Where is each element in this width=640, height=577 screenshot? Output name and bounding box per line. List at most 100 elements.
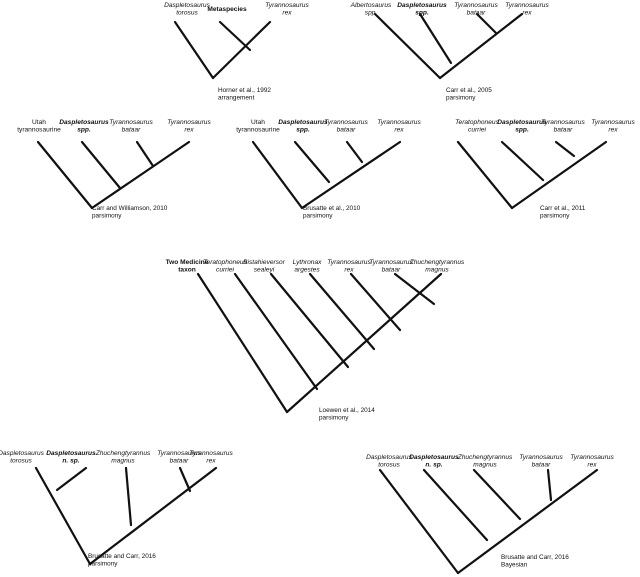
taxon-label-line: Tyrannosaurus (454, 2, 498, 9)
taxon-label-line: spp. (515, 127, 529, 134)
taxon-label-line: Zhuchengtyrannus (409, 259, 465, 266)
taxon-label-line: bataar (554, 127, 574, 134)
citation-caption-line: parsimony (540, 213, 570, 220)
taxon-label-line: Tyrannosaurus (189, 450, 233, 457)
taxon-label-line: rex (206, 458, 216, 465)
taxon-label-line: magnus (473, 462, 497, 469)
branch (349, 272, 402, 332)
citation-caption-line: Brusatte et al., 2010 (303, 205, 361, 212)
citation-caption-line: Carr et al., 2005 (446, 87, 492, 94)
citation-caption-line: Horner et al., 1992 (218, 87, 271, 94)
taxon-label-line: Teratophoneus (203, 259, 247, 266)
branch-stem (438, 12, 524, 80)
taxon-label-line: Daspletosaurus (164, 2, 211, 9)
taxon-label-line: Tyrannosaurus (369, 259, 413, 266)
taxon-label-line: tyrannosaurine (236, 127, 280, 134)
taxon-label-line: Daspletosaurus (0, 450, 45, 457)
taxon-label-line: Tyrannosaurus (324, 119, 368, 126)
citation-caption-line: parsimony (303, 213, 333, 220)
branch (546, 468, 553, 502)
branch (80, 140, 122, 190)
branch (124, 466, 133, 527)
citation-caption-line: Bayesian (501, 562, 528, 569)
branch (233, 272, 319, 391)
branch (345, 140, 364, 164)
taxon-label-line: Tyrannosaurus (541, 119, 585, 126)
taxon-label-line: bataar (122, 127, 142, 134)
citation-caption-line: parsimony (446, 95, 476, 102)
branch (475, 12, 498, 35)
taxon-label-line: rex (608, 127, 618, 134)
citation-caption-line: Brusatte and Carr, 2016 (88, 553, 156, 560)
taxon-label-line: rex (394, 127, 404, 134)
branch (472, 468, 522, 521)
branch (34, 466, 92, 566)
taxon-label-line: torosus (378, 462, 400, 469)
taxon-label-line: magnus (425, 267, 449, 274)
taxon-label-line: Tyrannosaurus (327, 259, 371, 266)
taxon-label-line: taxon (178, 267, 196, 274)
branch (135, 140, 155, 168)
taxon-label-line: n. sp. (425, 462, 442, 469)
taxon-label-line: spp. (415, 10, 429, 17)
citation-caption-line: Carr et al., 2011 (540, 205, 586, 212)
citation-caption-line: arrangement (218, 95, 254, 102)
taxon-label-line: rex (344, 267, 354, 274)
taxon-label-line: Teratophoneus (455, 119, 499, 126)
taxon-label-line: Daspletosaurus (278, 119, 328, 126)
taxon-label-line: bataar (382, 267, 402, 274)
branch (422, 468, 489, 542)
branch (293, 140, 331, 184)
taxon-label: Metaspecies (207, 6, 247, 13)
taxon-label-line: rex (522, 10, 532, 17)
taxon-label-line: Tyrannosaurus (377, 119, 421, 126)
taxon-label-line: rex (587, 462, 597, 469)
taxon-label-line: spp. (296, 127, 310, 134)
branch (36, 140, 94, 210)
branch (378, 468, 460, 575)
taxon-label-line: Zhuchengtyrannus (95, 450, 151, 457)
branch (173, 20, 215, 80)
citation-caption-line: parsimony (88, 561, 118, 568)
branch-stem (285, 272, 443, 414)
branch-stem (456, 468, 599, 575)
taxon-label-line: Tyrannosaurus (519, 454, 563, 461)
branch (554, 140, 576, 158)
taxon-label-line: Utah (251, 119, 265, 126)
taxon-label-line: Daspletosaurus (497, 119, 547, 126)
taxon-label-line: rex (282, 10, 292, 17)
taxon-label-line: Metaspecies (207, 6, 247, 13)
taxon-label-line: argestes (294, 267, 320, 274)
taxon-label-line: Tyrannosaurus (265, 2, 309, 9)
taxon-label-line: bataar (170, 458, 190, 465)
taxon-label-line: spp. (77, 127, 91, 134)
branch (251, 140, 304, 210)
taxon-label-line: bataar (337, 127, 357, 134)
taxon-label-line: Tyrannosaurus (157, 450, 201, 457)
